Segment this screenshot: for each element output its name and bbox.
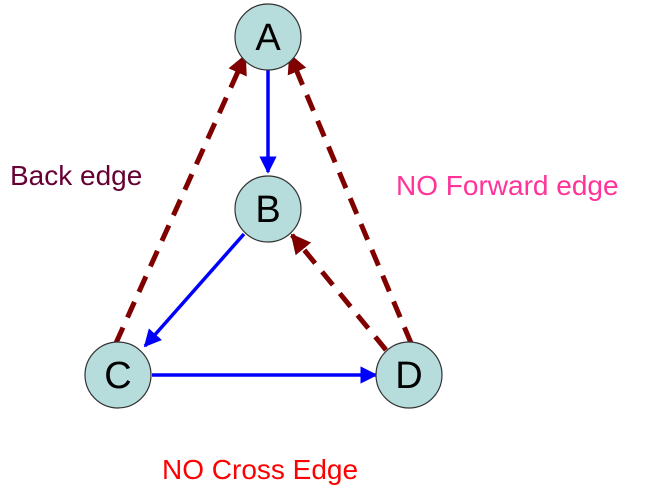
no-cross-edge-label: NO Cross Edge xyxy=(162,454,359,485)
edge-c-a xyxy=(113,54,248,345)
edge-d-a xyxy=(287,53,414,344)
node-b-label: B xyxy=(255,189,280,231)
edge-b-c xyxy=(143,232,246,348)
node-b: B xyxy=(234,175,302,243)
node-a: A xyxy=(234,3,302,71)
node-c-label: C xyxy=(104,355,131,397)
edge-d-b xyxy=(290,233,388,352)
no-forward-edge-label: NO Forward edge xyxy=(396,170,619,201)
back-edge-label: Back edge xyxy=(10,160,143,191)
node-d: D xyxy=(375,341,443,409)
node-c: C xyxy=(84,341,152,409)
node-d-label: D xyxy=(395,355,422,397)
node-a-label: A xyxy=(255,17,281,59)
